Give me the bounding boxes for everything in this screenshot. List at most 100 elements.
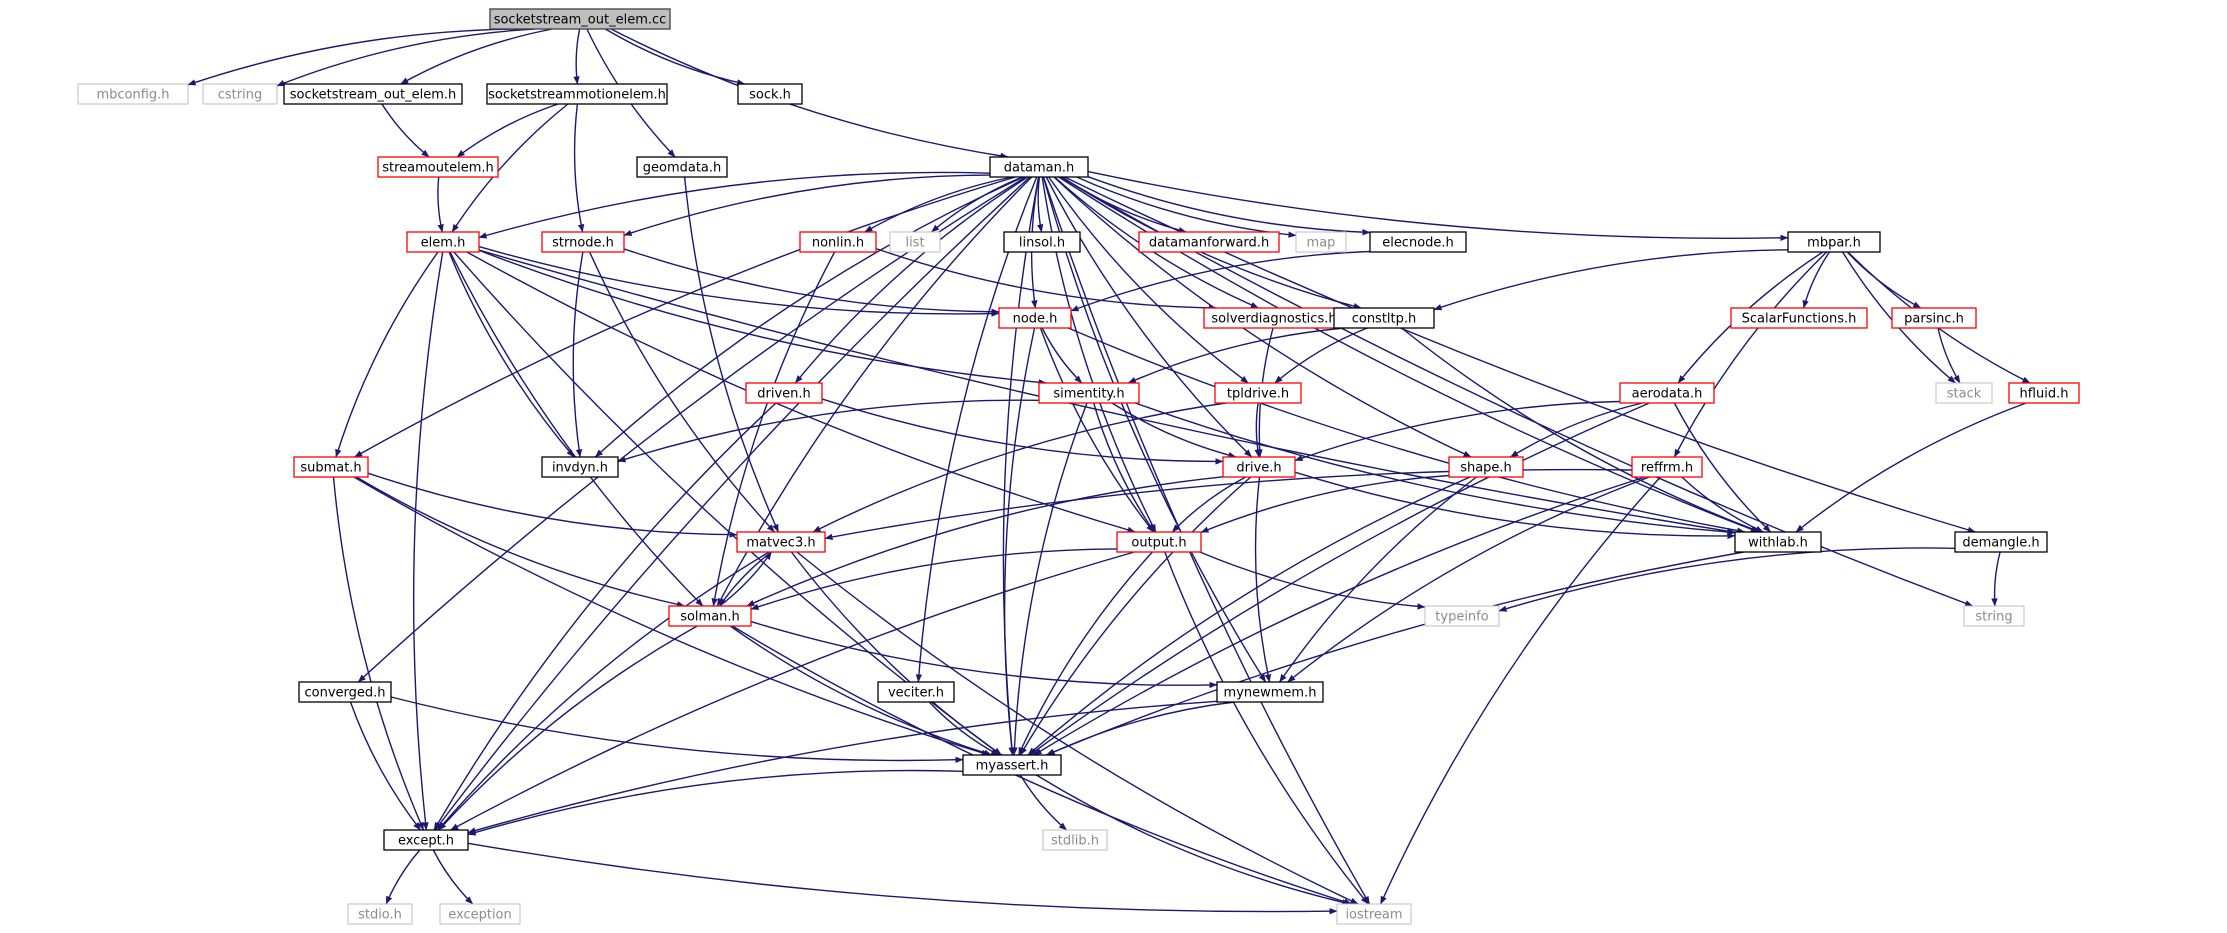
node-box-exception <box>439 903 521 925</box>
node-label-root: socketstream_out_elem.cc <box>494 13 667 28</box>
node-nonlin[interactable]: nonlin.h <box>799 231 877 253</box>
node-box-shape <box>1448 456 1524 478</box>
node-except[interactable]: except.h <box>383 829 469 851</box>
node-box-sock <box>737 83 803 105</box>
node-hfluid[interactable]: hfluid.h <box>2008 382 2080 404</box>
node-sock[interactable]: sock.h <box>737 83 803 105</box>
node-exception[interactable]: exception <box>439 903 521 925</box>
node-matvec3[interactable]: matvec3.h <box>736 531 826 553</box>
node-constltp[interactable]: constltp.h <box>1333 307 1435 329</box>
node-box-except <box>383 829 469 851</box>
edge-constltp-to-simentity <box>1127 327 1345 384</box>
node-box-solman <box>668 605 752 627</box>
node-streamoutelem[interactable]: streamoutelem.h <box>377 156 499 178</box>
edge-nonlin-to-solverdiagnostics <box>875 247 1217 312</box>
node-solman[interactable]: solman.h <box>668 605 752 627</box>
node-label-nonlin: nonlin.h <box>812 236 864 251</box>
node-ssme[interactable]: socketstreammotionelem.h <box>486 83 668 105</box>
node-stack[interactable]: stack <box>1935 382 1993 404</box>
node-elem[interactable]: elem.h <box>406 231 480 253</box>
edge-node-to-withlab <box>1067 327 1746 534</box>
node-label-drive: drive.h <box>1236 461 1281 476</box>
edge-shape-to-myassert <box>1027 476 1471 756</box>
node-box-node <box>998 307 1072 329</box>
node-cstring[interactable]: cstring <box>202 83 278 105</box>
node-sso_elem_h[interactable]: socketstream_out_elem.h <box>283 83 463 105</box>
node-box-simentity <box>1038 382 1140 404</box>
edge-driven-to-drive <box>821 398 1224 465</box>
edge-withlab-to-myassert <box>1045 551 1744 756</box>
node-converged[interactable]: converged.h <box>298 681 392 703</box>
edge-node-to-output <box>1039 327 1155 533</box>
node-elecnode[interactable]: elecnode.h <box>1369 231 1467 253</box>
node-root[interactable]: socketstream_out_elem.cc <box>489 8 671 30</box>
node-label-aerodata: aerodata.h <box>1632 387 1703 402</box>
edge-dataman-to-elecnode <box>1087 176 1371 236</box>
node-mbconfig[interactable]: mbconfig.h <box>77 83 189 105</box>
node-label-node: node.h <box>1013 312 1058 327</box>
edge-reffrm-to-iostream <box>1379 476 1661 905</box>
edge-output-to-iostream <box>1164 551 1369 905</box>
node-typeinfo[interactable]: typeinfo <box>1424 605 1500 627</box>
node-box-mynewmem <box>1216 681 1324 703</box>
edge-solman-to-matvec3 <box>719 551 772 607</box>
edge-ssme-to-elem <box>451 103 569 233</box>
node-driven[interactable]: driven.h <box>745 382 823 404</box>
edge-dataman-to-mbpar <box>1087 170 1789 242</box>
node-label-constltp: constltp.h <box>1352 312 1417 327</box>
node-mbpar[interactable]: mbpar.h <box>1787 231 1881 253</box>
edge-root-to-sock <box>604 28 746 86</box>
edge-dataman-to-iostream <box>1042 176 1371 905</box>
node-datamanforward[interactable]: datamanforward.h <box>1138 231 1280 253</box>
node-box-hfluid <box>2008 382 2080 404</box>
node-geomdata[interactable]: geomdata.h <box>636 156 728 178</box>
node-drive[interactable]: drive.h <box>1222 456 1296 478</box>
node-label-except: except.h <box>398 834 454 849</box>
node-aerodata[interactable]: aerodata.h <box>1619 382 1715 404</box>
edge-simentity-to-myassert <box>1011 402 1088 756</box>
node-label-map: map <box>1307 236 1336 251</box>
node-simentity[interactable]: simentity.h <box>1038 382 1140 404</box>
edge-simentity-to-output <box>1093 402 1155 533</box>
edge-hfluid-to-withlab <box>1795 402 2027 533</box>
node-output[interactable]: output.h <box>1116 531 1202 553</box>
node-label-sso_elem_h: socketstream_out_elem.h <box>290 88 457 103</box>
node-string[interactable]: string <box>1963 605 2025 627</box>
node-tpldrive[interactable]: tpldrive.h <box>1214 382 1302 404</box>
node-stdio[interactable]: stdio.h <box>347 903 413 925</box>
edge-myassert-to-except <box>467 769 964 836</box>
node-iostream[interactable]: iostream <box>1336 903 1412 925</box>
node-strnode[interactable]: strnode.h <box>541 231 625 253</box>
edge-simentity-to-drive <box>1111 402 1237 459</box>
node-label-string: string <box>1975 610 2012 625</box>
node-withlab[interactable]: withlab.h <box>1734 531 1822 553</box>
edge-aerodata-to-shape <box>1510 402 1643 458</box>
node-shape[interactable]: shape.h <box>1448 456 1524 478</box>
node-stdlib[interactable]: stdlib.h <box>1042 829 1108 851</box>
node-list[interactable]: list <box>889 231 941 253</box>
node-dataman[interactable]: dataman.h <box>989 156 1089 178</box>
node-box-typeinfo <box>1424 605 1500 627</box>
edge-except-to-iostream <box>467 842 1338 915</box>
node-box-root <box>489 8 671 30</box>
node-demangle[interactable]: demangle.h <box>1954 531 2048 553</box>
node-box-converged <box>298 681 392 703</box>
node-label-mbpar: mbpar.h <box>1807 236 1861 251</box>
node-label-scalarfunctions: ScalarFunctions.h <box>1742 312 1857 327</box>
node-label-datamanforward: datamanforward.h <box>1149 236 1269 251</box>
node-mynewmem[interactable]: mynewmem.h <box>1216 681 1324 703</box>
node-solverdiagnostics[interactable]: solverdiagnostics.h <box>1203 307 1345 329</box>
node-myassert[interactable]: myassert.h <box>962 754 1062 776</box>
node-reffrm[interactable]: reffrm.h <box>1631 456 1703 478</box>
node-linsol[interactable]: linsol.h <box>1003 231 1081 253</box>
node-invdyn[interactable]: invdyn.h <box>541 456 619 478</box>
node-box-map <box>1295 231 1347 253</box>
node-box-reffrm <box>1631 456 1703 478</box>
node-veciter[interactable]: veciter.h <box>877 681 955 703</box>
node-submat[interactable]: submat.h <box>293 456 369 478</box>
node-parsinc[interactable]: parsinc.h <box>1891 307 1977 329</box>
node-scalarfunctions[interactable]: ScalarFunctions.h <box>1730 307 1868 329</box>
node-map[interactable]: map <box>1295 231 1347 253</box>
node-node[interactable]: node.h <box>998 307 1072 329</box>
edge-reffrm-to-mynewmem <box>1287 476 1650 683</box>
